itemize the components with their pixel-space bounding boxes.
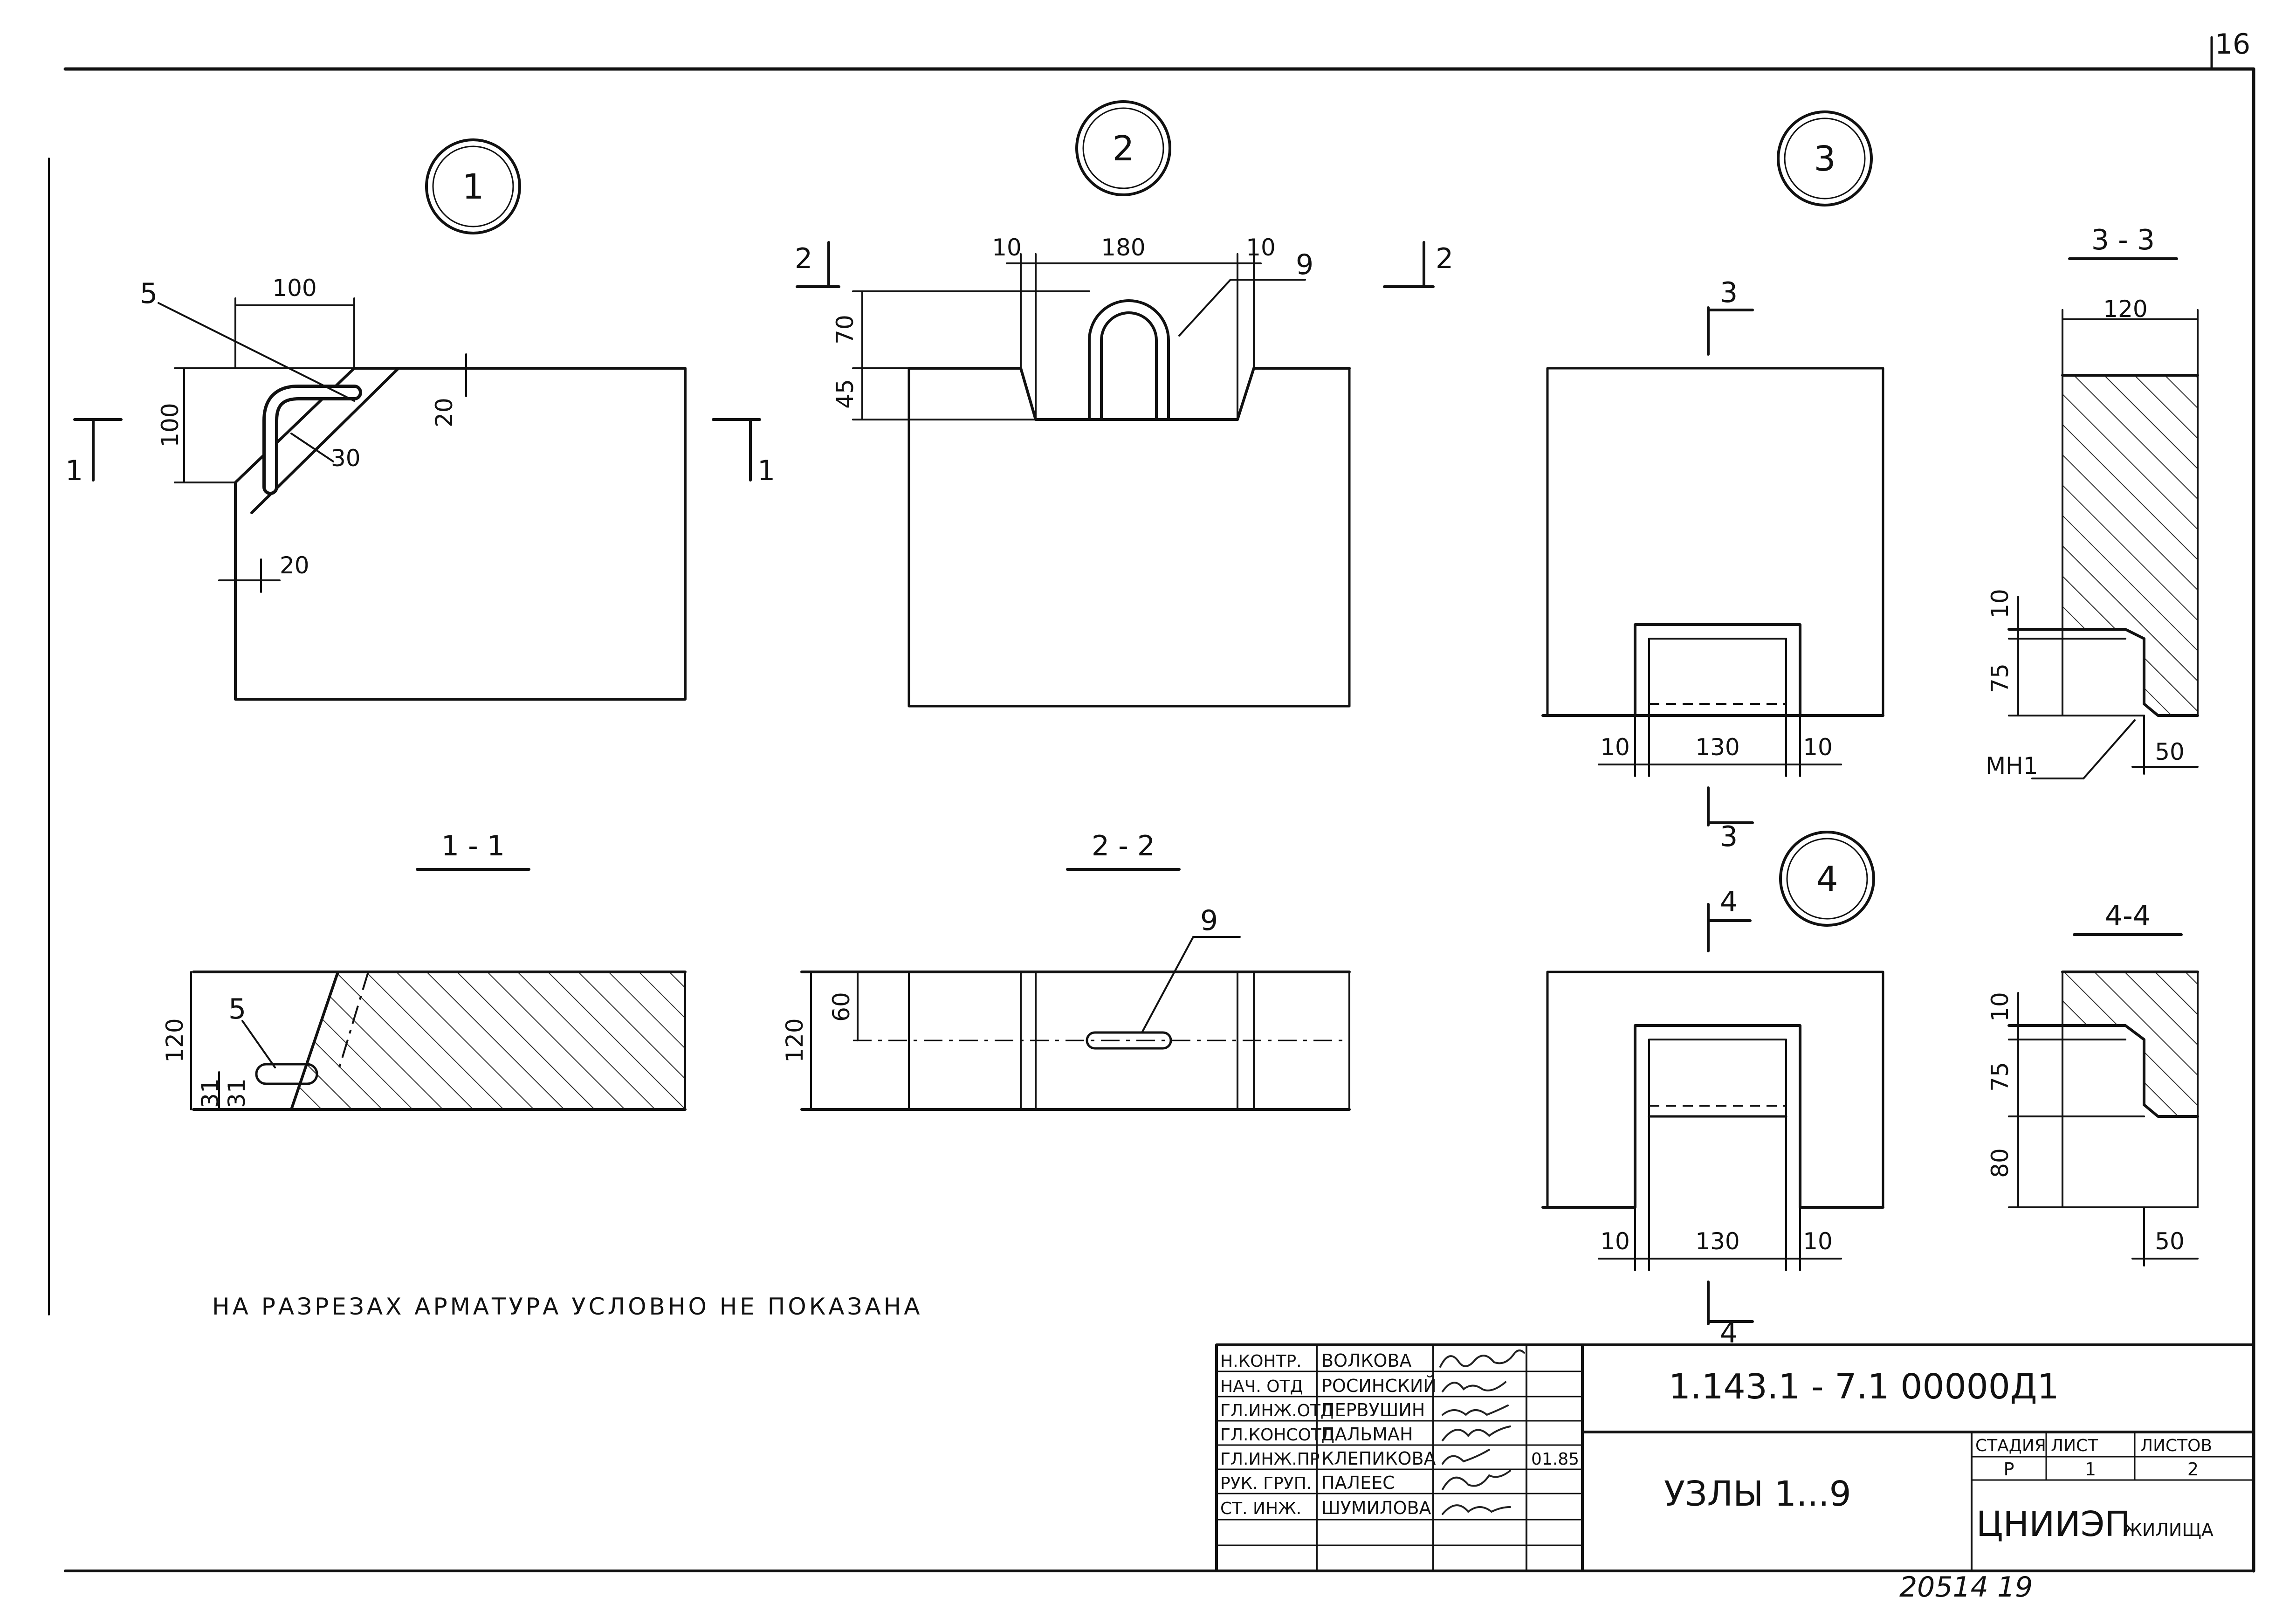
node-1-label: 1 [462, 167, 484, 207]
tb-name-4: ПАЛЬМАН [1321, 1424, 1413, 1445]
section-2-2: 2 - 2 9 120 60 [781, 830, 1351, 1111]
n3-cut-top: 3 [1720, 276, 1738, 309]
node-4-marker [1779, 831, 1875, 927]
n3-dim-left: 10 [1600, 734, 1630, 761]
sheet-frame [48, 36, 2255, 1573]
n2-dim-left: 10 [992, 234, 1022, 261]
s44-dim-10: 10 [1987, 992, 2014, 1022]
n1-leader-label: 5 [140, 277, 158, 310]
s33-dim-10: 10 [1987, 589, 2014, 619]
tb-name-1: ВОЛКОВА [1321, 1350, 1412, 1371]
n3-dim-right: 10 [1803, 734, 1833, 761]
node-3-label: 3 [1814, 139, 1835, 179]
n3-dim-middle: 130 [1695, 734, 1739, 761]
n1-dim-top: 100 [272, 275, 316, 302]
s33-dim-75: 75 [1987, 663, 2014, 693]
tb-date: 01.85 [1531, 1450, 1579, 1469]
s11-label: 1 - 1 [441, 830, 505, 862]
s22-dim-half: 60 [828, 992, 855, 1022]
s33-dim-width: 120 [2103, 296, 2147, 323]
n1-dim-bottom: 20 [280, 552, 309, 579]
s33-dim-50: 50 [2155, 738, 2185, 765]
s11-dim-low2: 31 [223, 1078, 250, 1108]
title-block: Н.КОНТР. НАЧ. ОТД ГЛ.ИНЖ.ОТД ГЛ.КОНСОТД … [1215, 1343, 2255, 1572]
tb-org-suffix: ЖИЛИЩА [2123, 1520, 2214, 1540]
section-4-4: 4-4 10 75 80 50 [1987, 900, 2199, 1267]
s33-label: 3 - 3 [2091, 224, 2155, 256]
tb-stage: Р [2004, 1459, 2014, 1480]
s11-dim-low1: 31 [197, 1078, 224, 1108]
node-3-marker [1777, 110, 1873, 207]
tb-name-3: ПЕРВУШИН [1321, 1400, 1425, 1420]
tb-role-2: НАЧ. ОТД [1220, 1377, 1303, 1396]
tb-name-6: ПАЛЕЕС [1321, 1473, 1395, 1493]
tb-name-5: КЛЕПИКОВА [1321, 1448, 1436, 1469]
node-3: 3 10 130 10 3 3 [1541, 110, 1884, 853]
n2-cut-right: 2 [1436, 242, 1453, 275]
n1-dim-bevel: 30 [331, 445, 361, 472]
s11-leader-label: 5 [228, 993, 246, 1026]
tb-title: УЗЛЫ 1...9 [1664, 1474, 1851, 1514]
tb-sheets: 2 [2187, 1459, 2199, 1480]
archive-number: 20514 19 [1899, 1571, 2033, 1604]
s22-leader-label: 9 [1200, 904, 1218, 937]
tb-sheets-header: ЛИСТОВ [2140, 1436, 2212, 1455]
n1-cut-right: 1 [757, 454, 775, 487]
node-4: 4 10 130 10 4 4 [1541, 831, 1884, 1349]
tb-signatures [1439, 1349, 1525, 1515]
tb-role-7: СТ. ИНЖ. [1220, 1499, 1301, 1518]
tb-role-6: РУК. ГРУП. [1220, 1474, 1312, 1493]
s33-leader-label: МН1 [1986, 752, 2038, 779]
tb-role-3: ГЛ.ИНЖ.ОТД [1220, 1401, 1334, 1420]
n2-dim-middle: 180 [1101, 234, 1145, 261]
node-1-marker [425, 138, 521, 234]
n2-dim-h1: 70 [832, 315, 859, 344]
s44-dim-75: 75 [1987, 1062, 2014, 1092]
n4-dim-middle: 130 [1695, 1228, 1739, 1255]
node-1: 1 100 100 20 20 30 5 1 1 [65, 138, 775, 701]
n3-cut-bottom: 3 [1720, 820, 1738, 853]
section-3-3: 3 - 3 120 10 75 50 МН1 [1986, 224, 2199, 779]
tb-name-2: РОСИНСКИЙ [1321, 1376, 1437, 1396]
tb-role-1: Н.КОНТР. [1220, 1352, 1302, 1371]
section-1-1: 1 - 1 5 120 31 31 [161, 830, 687, 1111]
n1-dim-left: 100 [157, 403, 184, 447]
tb-code: 1.143.1 - 7.1 00000Д1 [1669, 1367, 2059, 1407]
n2-dim-right: 10 [1246, 234, 1276, 261]
tb-sheet-header: ЛИСТ [2051, 1436, 2098, 1455]
corner-sheet-number: 16 [2215, 28, 2250, 61]
tb-name-7: ШУМИЛОВА [1321, 1498, 1431, 1518]
s44-dim-80: 80 [1987, 1148, 2014, 1178]
n1-dim-right: 20 [431, 398, 458, 427]
s44-label: 4-4 [2105, 900, 2151, 932]
n1-cut-left: 1 [65, 454, 83, 487]
s11-dim-height: 120 [161, 1018, 188, 1062]
n2-leader-label: 9 [1296, 248, 1313, 281]
node-2-label: 2 [1112, 129, 1134, 169]
tb-role-4: ГЛ.КОНСОТД [1220, 1425, 1334, 1445]
n4-dim-left: 10 [1600, 1228, 1630, 1255]
node-2-marker [1075, 100, 1171, 196]
node-4-label: 4 [1816, 859, 1838, 899]
s44-dim-50: 50 [2155, 1228, 2185, 1255]
tb-org: ЦНИИЭП [1976, 1504, 2131, 1544]
s22-dim-height: 120 [781, 1018, 808, 1062]
tb-sheet: 1 [2085, 1459, 2096, 1480]
n2-cut-left: 2 [795, 242, 812, 275]
s22-label: 2 - 2 [1092, 830, 1155, 862]
tb-stage-header: СТАДИЯ [1975, 1436, 2046, 1455]
n2-dim-h2: 45 [832, 379, 859, 409]
node-2: 2 10 180 10 70 45 9 2 2 [795, 100, 1453, 708]
tb-role-5: ГЛ.ИНЖ.ПР [1220, 1450, 1320, 1469]
n4-dim-right: 10 [1803, 1228, 1833, 1255]
drawing-note: НА РАЗРЕЗАХ АРМАТУРА УСЛОВНО НЕ ПОКАЗАНА [212, 1293, 923, 1320]
n4-cut-top: 4 [1720, 886, 1738, 918]
